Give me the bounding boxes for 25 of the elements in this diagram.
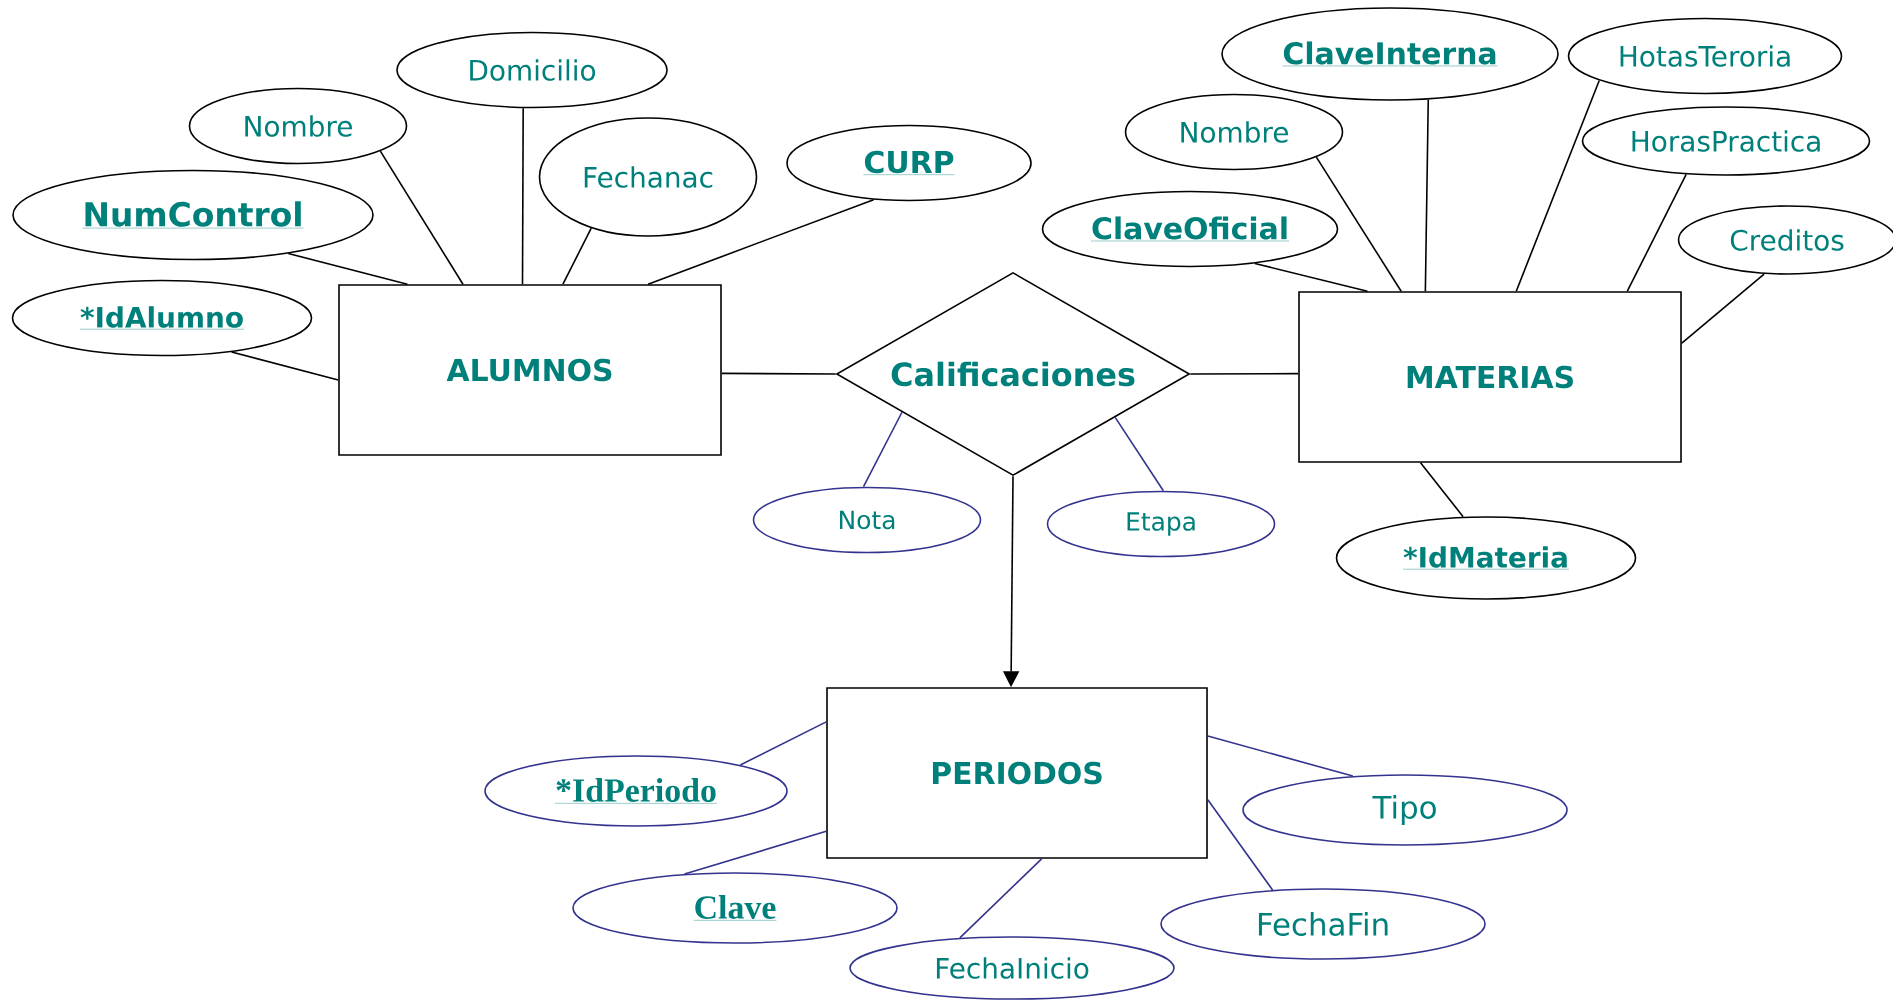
connector-line [647,198,875,285]
connector-line [1114,416,1165,492]
connector-line [562,227,593,285]
connector-line [1207,735,1354,777]
connector-line [1424,98,1430,292]
connector-line [1681,273,1765,344]
connector-line [862,411,903,488]
connector-line [1254,262,1369,292]
connector-line [721,372,837,375]
connector-line [1515,79,1601,292]
connector-line [287,252,409,285]
connector-line [739,721,827,766]
connector-line [683,830,827,875]
entity-box: PERIODOS [826,687,1208,859]
connector-line [1315,156,1402,292]
connector-line [1189,372,1299,375]
entity-box: MATERIAS [1298,291,1682,463]
connector-line [379,150,464,285]
connector-line [1207,799,1274,891]
connector-line [521,107,524,285]
connector-line [959,858,1043,939]
connector-line [230,351,339,381]
connector-line [1626,173,1687,292]
entity-box: ALUMNOS [338,284,722,456]
connector-line [1419,462,1464,518]
